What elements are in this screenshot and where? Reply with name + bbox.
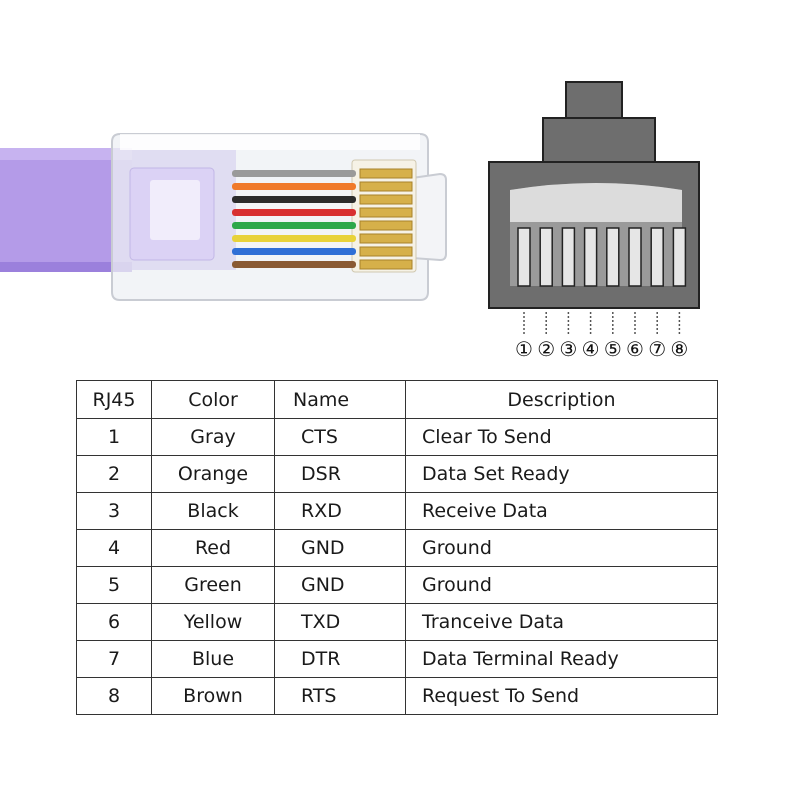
jack-contact-1: [517, 227, 531, 287]
cell-description: Data Terminal Ready: [405, 640, 718, 678]
pin-number-label: ⑦: [648, 337, 666, 361]
cell-color: Black: [151, 492, 275, 530]
jack-contact-7: [650, 227, 664, 287]
plug-contact-2: [359, 181, 413, 192]
header-rj45: RJ45: [76, 380, 152, 419]
cell-color: Red: [151, 529, 275, 567]
pin-number-label: ③: [559, 337, 577, 361]
cell-color: Brown: [151, 677, 275, 715]
cell-name: TXD: [274, 603, 406, 641]
wire-3: [232, 196, 356, 203]
header-description: Description: [405, 380, 718, 419]
cell-name: RXD: [274, 492, 406, 530]
cell-color: Green: [151, 566, 275, 604]
jack-contact-2: [539, 227, 553, 287]
cell-name: GND: [274, 566, 406, 604]
jack-leads: [523, 312, 681, 334]
cell-name: DTR: [274, 640, 406, 678]
wire-8: [232, 261, 356, 268]
cell-description: Ground: [405, 566, 718, 604]
cell-color: Yellow: [151, 603, 275, 641]
cell-name: DSR: [274, 455, 406, 493]
wire-2: [232, 183, 356, 190]
jack-contact-8: [672, 227, 687, 287]
table-header-row: RJ45 Color Name Description: [76, 380, 718, 419]
plug-wires: [232, 170, 356, 268]
plug-contact-5: [359, 220, 413, 231]
wire-5: [232, 222, 356, 229]
cell-pin: 1: [76, 418, 152, 456]
wire-1: [232, 170, 356, 177]
cell-pin: 3: [76, 492, 152, 530]
cell-name: CTS: [274, 418, 406, 456]
pin-number-label: ④: [582, 337, 600, 361]
cell-pin: 5: [76, 566, 152, 604]
cell-description: Data Set Ready: [405, 455, 718, 493]
cell-color: Gray: [151, 418, 275, 456]
cell-description: Tranceive Data: [405, 603, 718, 641]
wire-7: [232, 248, 356, 255]
jack-contacts: [517, 227, 687, 287]
pin-number-label: ⑥: [626, 337, 644, 361]
cell-description: Ground: [405, 529, 718, 567]
pin-number-label: ②: [537, 337, 555, 361]
wire-4: [232, 209, 356, 216]
cell-description: Clear To Send: [405, 418, 718, 456]
plug-contact-4: [359, 207, 413, 218]
cell-color: Orange: [151, 455, 275, 493]
cell-pin: 2: [76, 455, 152, 493]
plug-contacts: [359, 168, 413, 270]
header-name: Name: [274, 380, 406, 419]
plug-contact-6: [359, 233, 413, 244]
cell-pin: 7: [76, 640, 152, 678]
cell-description: Receive Data: [405, 492, 718, 530]
wire-6: [232, 235, 356, 242]
cell-pin: 6: [76, 603, 152, 641]
pin-number-label: ①: [515, 337, 533, 361]
jack-contact-3: [561, 227, 576, 287]
cell-color: Blue: [151, 640, 275, 678]
jack-contact-6: [628, 227, 642, 287]
cell-pin: 4: [76, 529, 152, 567]
plug-contact-1: [359, 168, 413, 179]
pin-number-label: ⑤: [604, 337, 622, 361]
header-color: Color: [151, 380, 275, 419]
cell-pin: 8: [76, 677, 152, 715]
cell-name: RTS: [274, 677, 406, 715]
cell-description: Request To Send: [405, 677, 718, 715]
plug-contact-8: [359, 259, 413, 270]
plug-contact-3: [359, 194, 413, 205]
plug-contact-7: [359, 246, 413, 257]
jack-contact-5: [606, 227, 620, 287]
jack-contact-4: [583, 227, 598, 287]
pin-number-label: ⑧: [670, 337, 688, 361]
cell-name: GND: [274, 529, 406, 567]
